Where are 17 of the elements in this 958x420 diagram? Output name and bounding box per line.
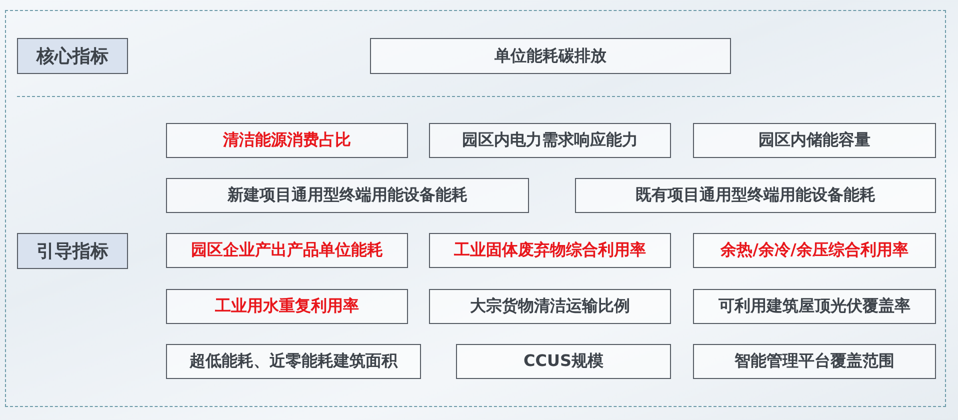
- key-indicator-box: 园区企业产出产品单位能耗: [166, 233, 408, 268]
- indicator-box: 园区内电力需求响应能力: [429, 123, 671, 158]
- category-label: 核心指标: [17, 38, 128, 74]
- indicator-box: 新建项目通用型终端用能设备能耗: [166, 178, 529, 213]
- indicator-box: 可利用建筑屋顶光伏覆盖率: [693, 289, 936, 324]
- key-indicator-box: 余热/余冷/余压综合利用率: [693, 233, 936, 268]
- indicator-box: 智能管理平台覆盖范围: [693, 344, 936, 379]
- indicator-box: 园区内储能容量: [693, 123, 936, 158]
- indicator-box: 单位能耗碳排放: [370, 38, 731, 74]
- key-indicator-box: 工业固体废弃物综合利用率: [429, 233, 671, 268]
- key-indicator-box: 工业用水重复利用率: [166, 289, 408, 324]
- indicator-box: 超低能耗、近零能耗建筑面积: [166, 344, 421, 379]
- indicator-box: 既有项目通用型终端用能设备能耗: [575, 178, 936, 213]
- indicator-box: CCUS规模: [456, 344, 671, 379]
- indicator-box: 大宗货物清洁运输比例: [429, 289, 671, 324]
- key-indicator-box: 清洁能源消费占比: [166, 123, 408, 158]
- category-label: 引导指标: [17, 233, 128, 269]
